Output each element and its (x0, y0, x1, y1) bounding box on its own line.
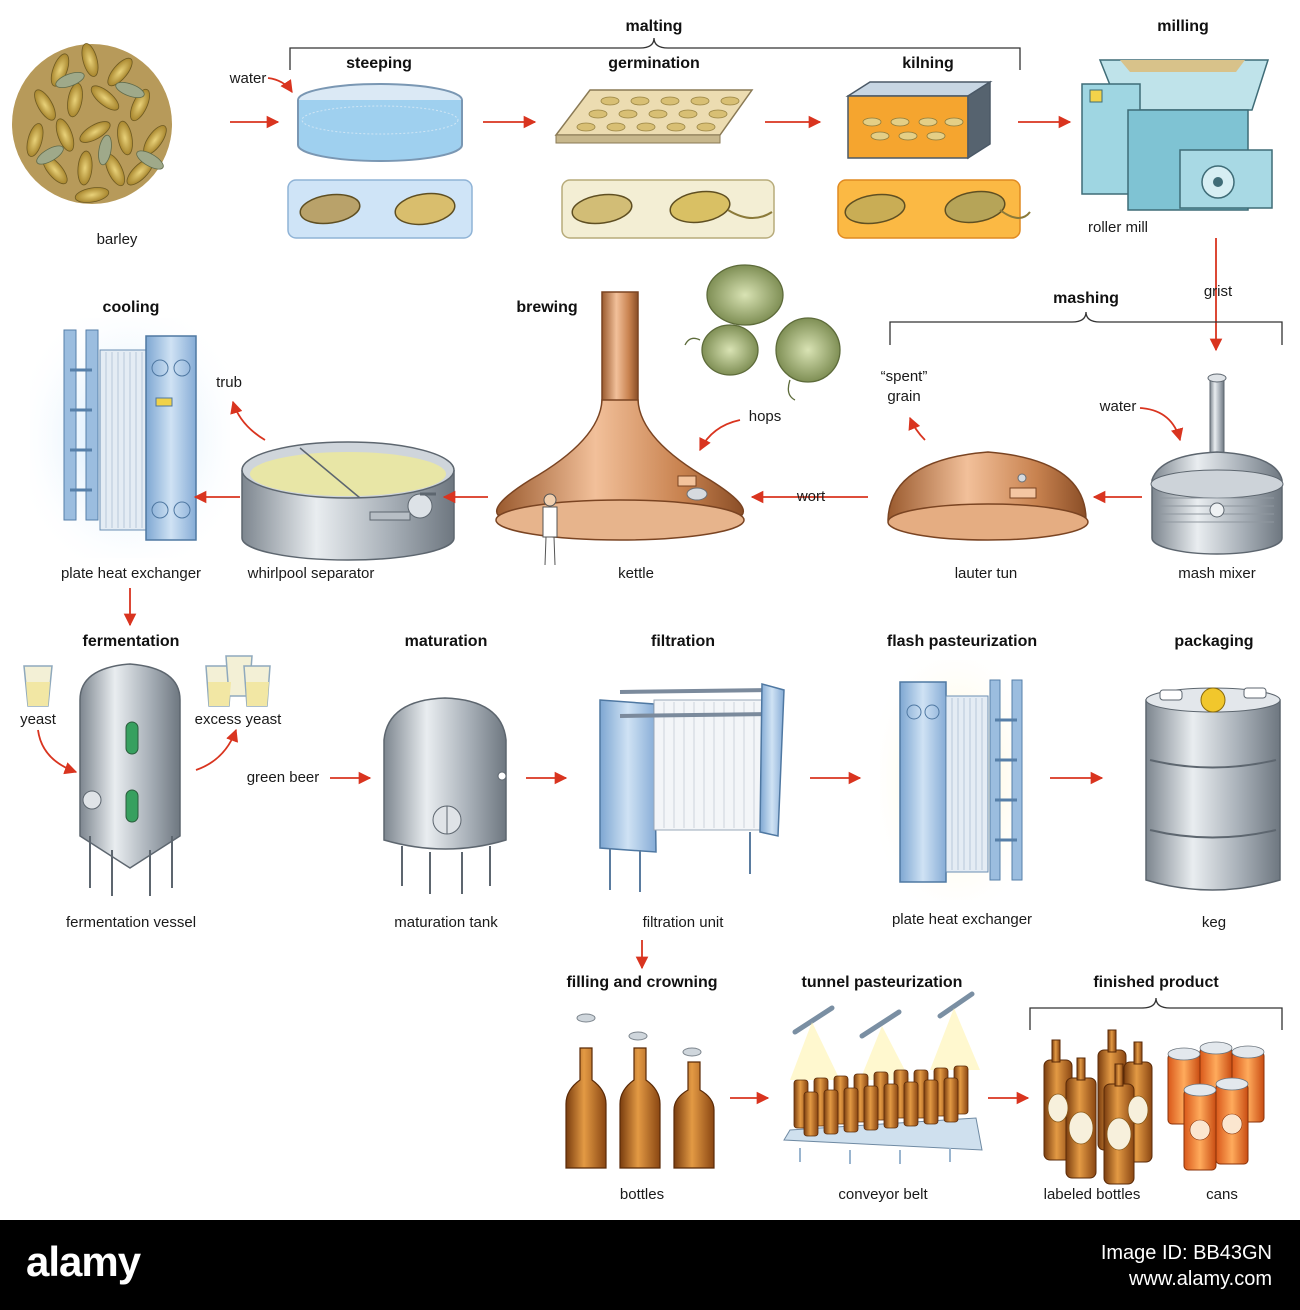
tunnel-pasteurization-heading: tunnel pasteurization (801, 974, 963, 991)
alamy-logo: alamy (26, 1238, 141, 1285)
hops-label: hops (748, 408, 782, 425)
hops-cones (684, 264, 841, 401)
finished-product-bracket (1029, 997, 1283, 1030)
maturation-tank-label: maturation tank (394, 914, 498, 931)
kilning-grain-panel (837, 179, 1031, 239)
filtration-unit-label: filtration unit (642, 914, 724, 931)
yeast-label: yeast (20, 711, 56, 728)
plate-heat-exchanger-label-flash: plate heat exchanger (891, 911, 1033, 928)
milling-heading: milling (1157, 18, 1209, 35)
filling-and-crowning-heading: filling and crowning (566, 974, 718, 991)
water-label-steeping: water (229, 70, 267, 87)
cans-label: cans (1206, 1186, 1238, 1203)
steeping-grain-panel (287, 179, 473, 239)
keg (1145, 687, 1281, 891)
mash-mixer-label: mash mixer (1178, 565, 1256, 582)
stock-photo-strip: alamy Image ID: BB43GN www.alamy.com (0, 1220, 1300, 1310)
tunnel-pasteurization-conveyor (783, 991, 983, 1164)
brewing-kettle (495, 291, 745, 566)
maturation-tank (383, 697, 507, 894)
site-url-text: www.alamy.com (1129, 1268, 1272, 1290)
roller-mill (1081, 59, 1273, 211)
keg-label: keg (1201, 914, 1227, 931)
filtration-heading: filtration (651, 633, 715, 650)
image-id-text: Image ID: BB43GN (1100, 1242, 1272, 1264)
kilning-heading: kilning (902, 55, 954, 72)
steeping-heading: steeping (346, 55, 412, 72)
germination-tray (554, 89, 754, 144)
grain-label: grain (887, 388, 921, 405)
plate-heat-exchanger-flash (880, 660, 1030, 900)
plate-heat-exchanger-cooling (30, 318, 230, 558)
flash-pasteurization-heading: flash pasteurization (886, 633, 1038, 650)
malting-bracket (289, 37, 1021, 70)
kilning-oven (845, 80, 993, 160)
mashing-heading: mashing (1053, 290, 1119, 307)
water-label-mashing: water (1099, 398, 1137, 415)
mashing-bracket (889, 311, 1283, 345)
trub-label: trub (216, 374, 242, 391)
barley-grain-pile (12, 43, 172, 204)
diagram-artwork (12, 37, 1284, 1185)
worker-figure (542, 493, 558, 566)
lauter-tun (887, 451, 1089, 541)
conveyor-belt-label: conveyor belt (838, 1186, 928, 1203)
yeast-glass (23, 665, 53, 707)
image-meta: Image ID: BB43GN www.alamy.com (1101, 1240, 1272, 1292)
steeping-sieve (297, 83, 463, 162)
fermentation-heading: fermentation (82, 633, 180, 650)
germination-grain-panel (561, 179, 775, 239)
plate-heat-exchanger-label-cooling: plate heat exchanger (60, 565, 202, 582)
row1-arrows (230, 77, 1223, 352)
packaging-heading: packaging (1174, 633, 1254, 650)
cans-pack (1167, 1041, 1265, 1171)
brewing-heading: brewing (516, 299, 578, 316)
grist-label: grist (1203, 283, 1233, 300)
roller-mill-label: roller mill (1088, 219, 1148, 236)
spent-label: “spent” (880, 368, 928, 385)
malting-heading: malting (625, 18, 683, 35)
labeled-bottles-label: labeled bottles (1043, 1186, 1141, 1203)
germination-heading: germination (608, 55, 700, 72)
lauter-tun-label: lauter tun (954, 565, 1018, 582)
filtration-unit (599, 683, 785, 892)
filling-bottles (565, 1013, 715, 1169)
fermentation-vessel (79, 663, 181, 896)
mash-mixer (1150, 373, 1284, 555)
row3-arrows (37, 728, 1104, 970)
kettle-label: kettle (618, 565, 654, 582)
excess-yeast-glasses (205, 655, 271, 707)
row2-arrows (123, 400, 1184, 627)
wort-label: wort (796, 488, 826, 505)
whirlpool-separator (241, 441, 455, 561)
excess-yeast-label: excess yeast (194, 711, 282, 728)
maturation-heading: maturation (404, 633, 488, 650)
labeled-bottles-pack (1043, 1029, 1153, 1185)
barley-label: barley (96, 231, 138, 248)
finished-product-heading: finished product (1093, 974, 1219, 991)
green-beer-label: green beer (246, 769, 320, 786)
fermentation-vessel-label: fermentation vessel (65, 914, 197, 931)
whirlpool-separator-label: whirlpool separator (247, 565, 375, 582)
bottles-label: bottles (619, 1186, 665, 1203)
cooling-heading: cooling (102, 299, 160, 316)
